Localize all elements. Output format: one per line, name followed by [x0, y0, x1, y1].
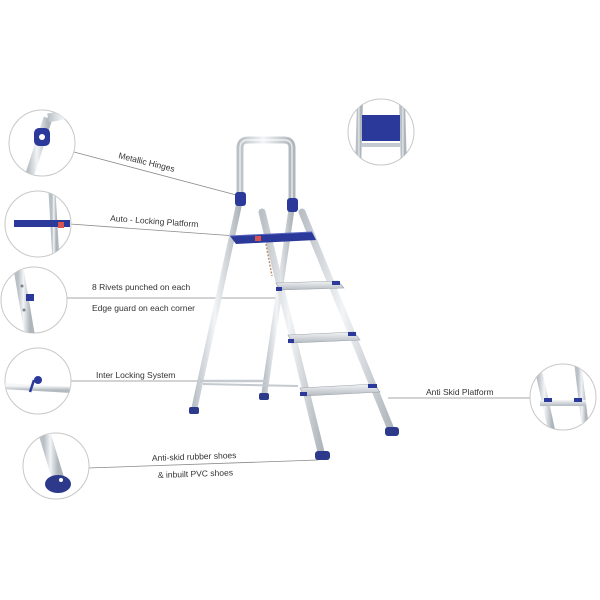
rear-foot-right [259, 393, 269, 400]
hinge-right [287, 198, 298, 212]
interlock-detail-icon [4, 347, 72, 415]
front-stile-left [258, 208, 326, 460]
edge-guard-mark [255, 236, 261, 241]
label-anti-skid-platform: Anti Skid Platform [426, 387, 494, 397]
handrail [236, 136, 296, 206]
front-foot-left [315, 451, 330, 460]
label-rivets: 8 Rivets punched on each [92, 282, 191, 292]
rivet-detail-icon [0, 266, 68, 334]
hinge-detail-icon [8, 109, 76, 177]
label-auto-locking: Auto - Locking Platform [110, 213, 199, 229]
label-metallic-hinges: Metallic Hinges [118, 150, 176, 174]
label-edge-guard: Edge guard on each corner [92, 303, 195, 313]
rubber-shoe-detail-icon [22, 432, 90, 500]
rear-brace-diag [202, 383, 299, 387]
front-stile-right [298, 208, 396, 436]
label-rubber-shoes: Anti-skid rubber shoes [152, 450, 237, 463]
leader-hinges [73, 151, 241, 197]
hinge-left [235, 192, 246, 206]
top-platform-detail-icon [347, 98, 415, 166]
anti-skid-step-detail-icon [529, 363, 597, 431]
leader-lines [66, 151, 532, 469]
label-inter-locking: Inter Locking System [96, 370, 175, 380]
rear-foot-left [189, 407, 199, 414]
rear-leg-left [191, 197, 243, 413]
label-pvc-shoes: & inbuilt PVC shoes [158, 467, 233, 480]
leader-shoes [87, 459, 319, 469]
locking-platform-detail-icon [4, 190, 72, 258]
front-foot-right [385, 427, 399, 436]
leader-locking [69, 223, 237, 237]
step-ladder [189, 136, 399, 460]
steps [275, 280, 381, 397]
